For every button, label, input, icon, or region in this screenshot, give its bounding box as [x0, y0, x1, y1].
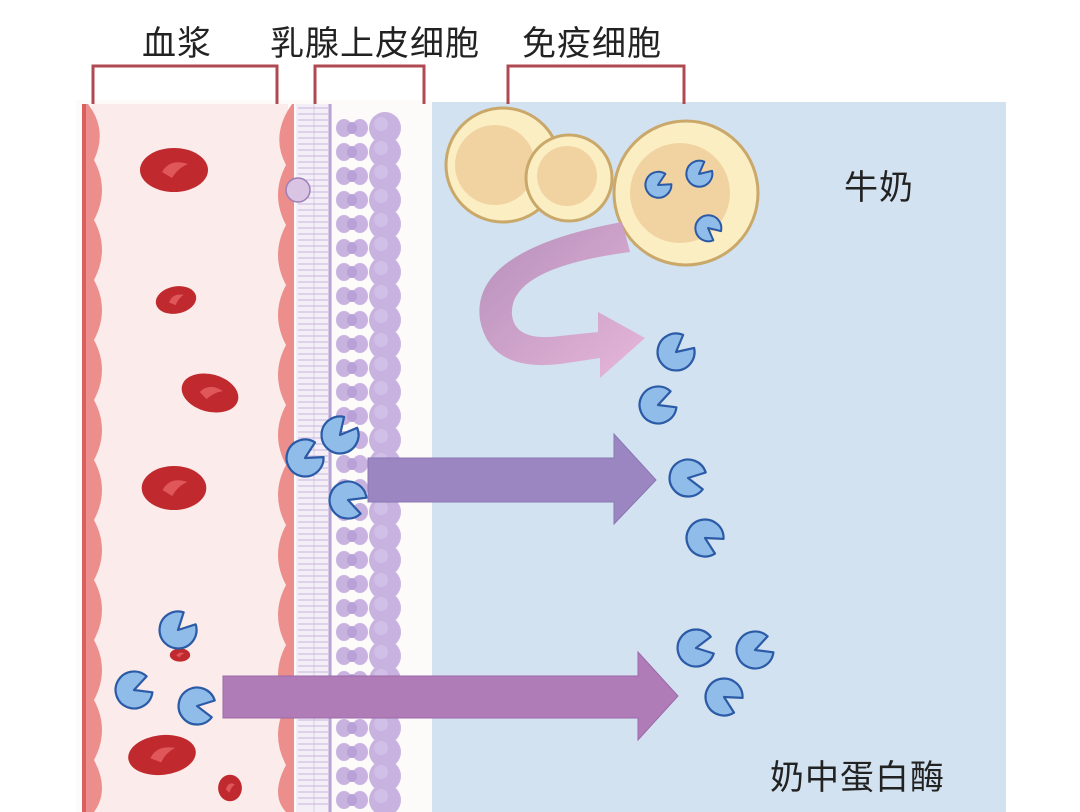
immune-cells [444, 106, 760, 267]
red-blood-cell-icon [169, 648, 191, 662]
immune-cells-label: 免疫细胞 [522, 24, 662, 64]
epithelium-bracket [313, 64, 426, 104]
transport-arrow-epithelium [367, 432, 657, 526]
immune-cell-icon [612, 119, 760, 267]
red-blood-cell-icon [218, 774, 242, 802]
transport-arrow-plasma [222, 650, 679, 742]
red-blood-cell-icon [141, 466, 207, 510]
milk-label: 牛奶 [844, 168, 914, 208]
immune-cell-icon [524, 133, 614, 223]
label-brackets [91, 64, 686, 104]
red-blood-cell-icon [140, 148, 208, 192]
enzyme-label: 奶中蛋白酶 [770, 758, 945, 798]
epithelium-label: 乳腺上皮细胞 [270, 24, 480, 64]
release-curved-arrow [479, 222, 645, 378]
plasma-label: 血浆 [142, 24, 212, 64]
immune-cells-bracket [506, 64, 686, 104]
vessel-wall-left [82, 104, 102, 812]
plasma-bracket [91, 64, 279, 104]
